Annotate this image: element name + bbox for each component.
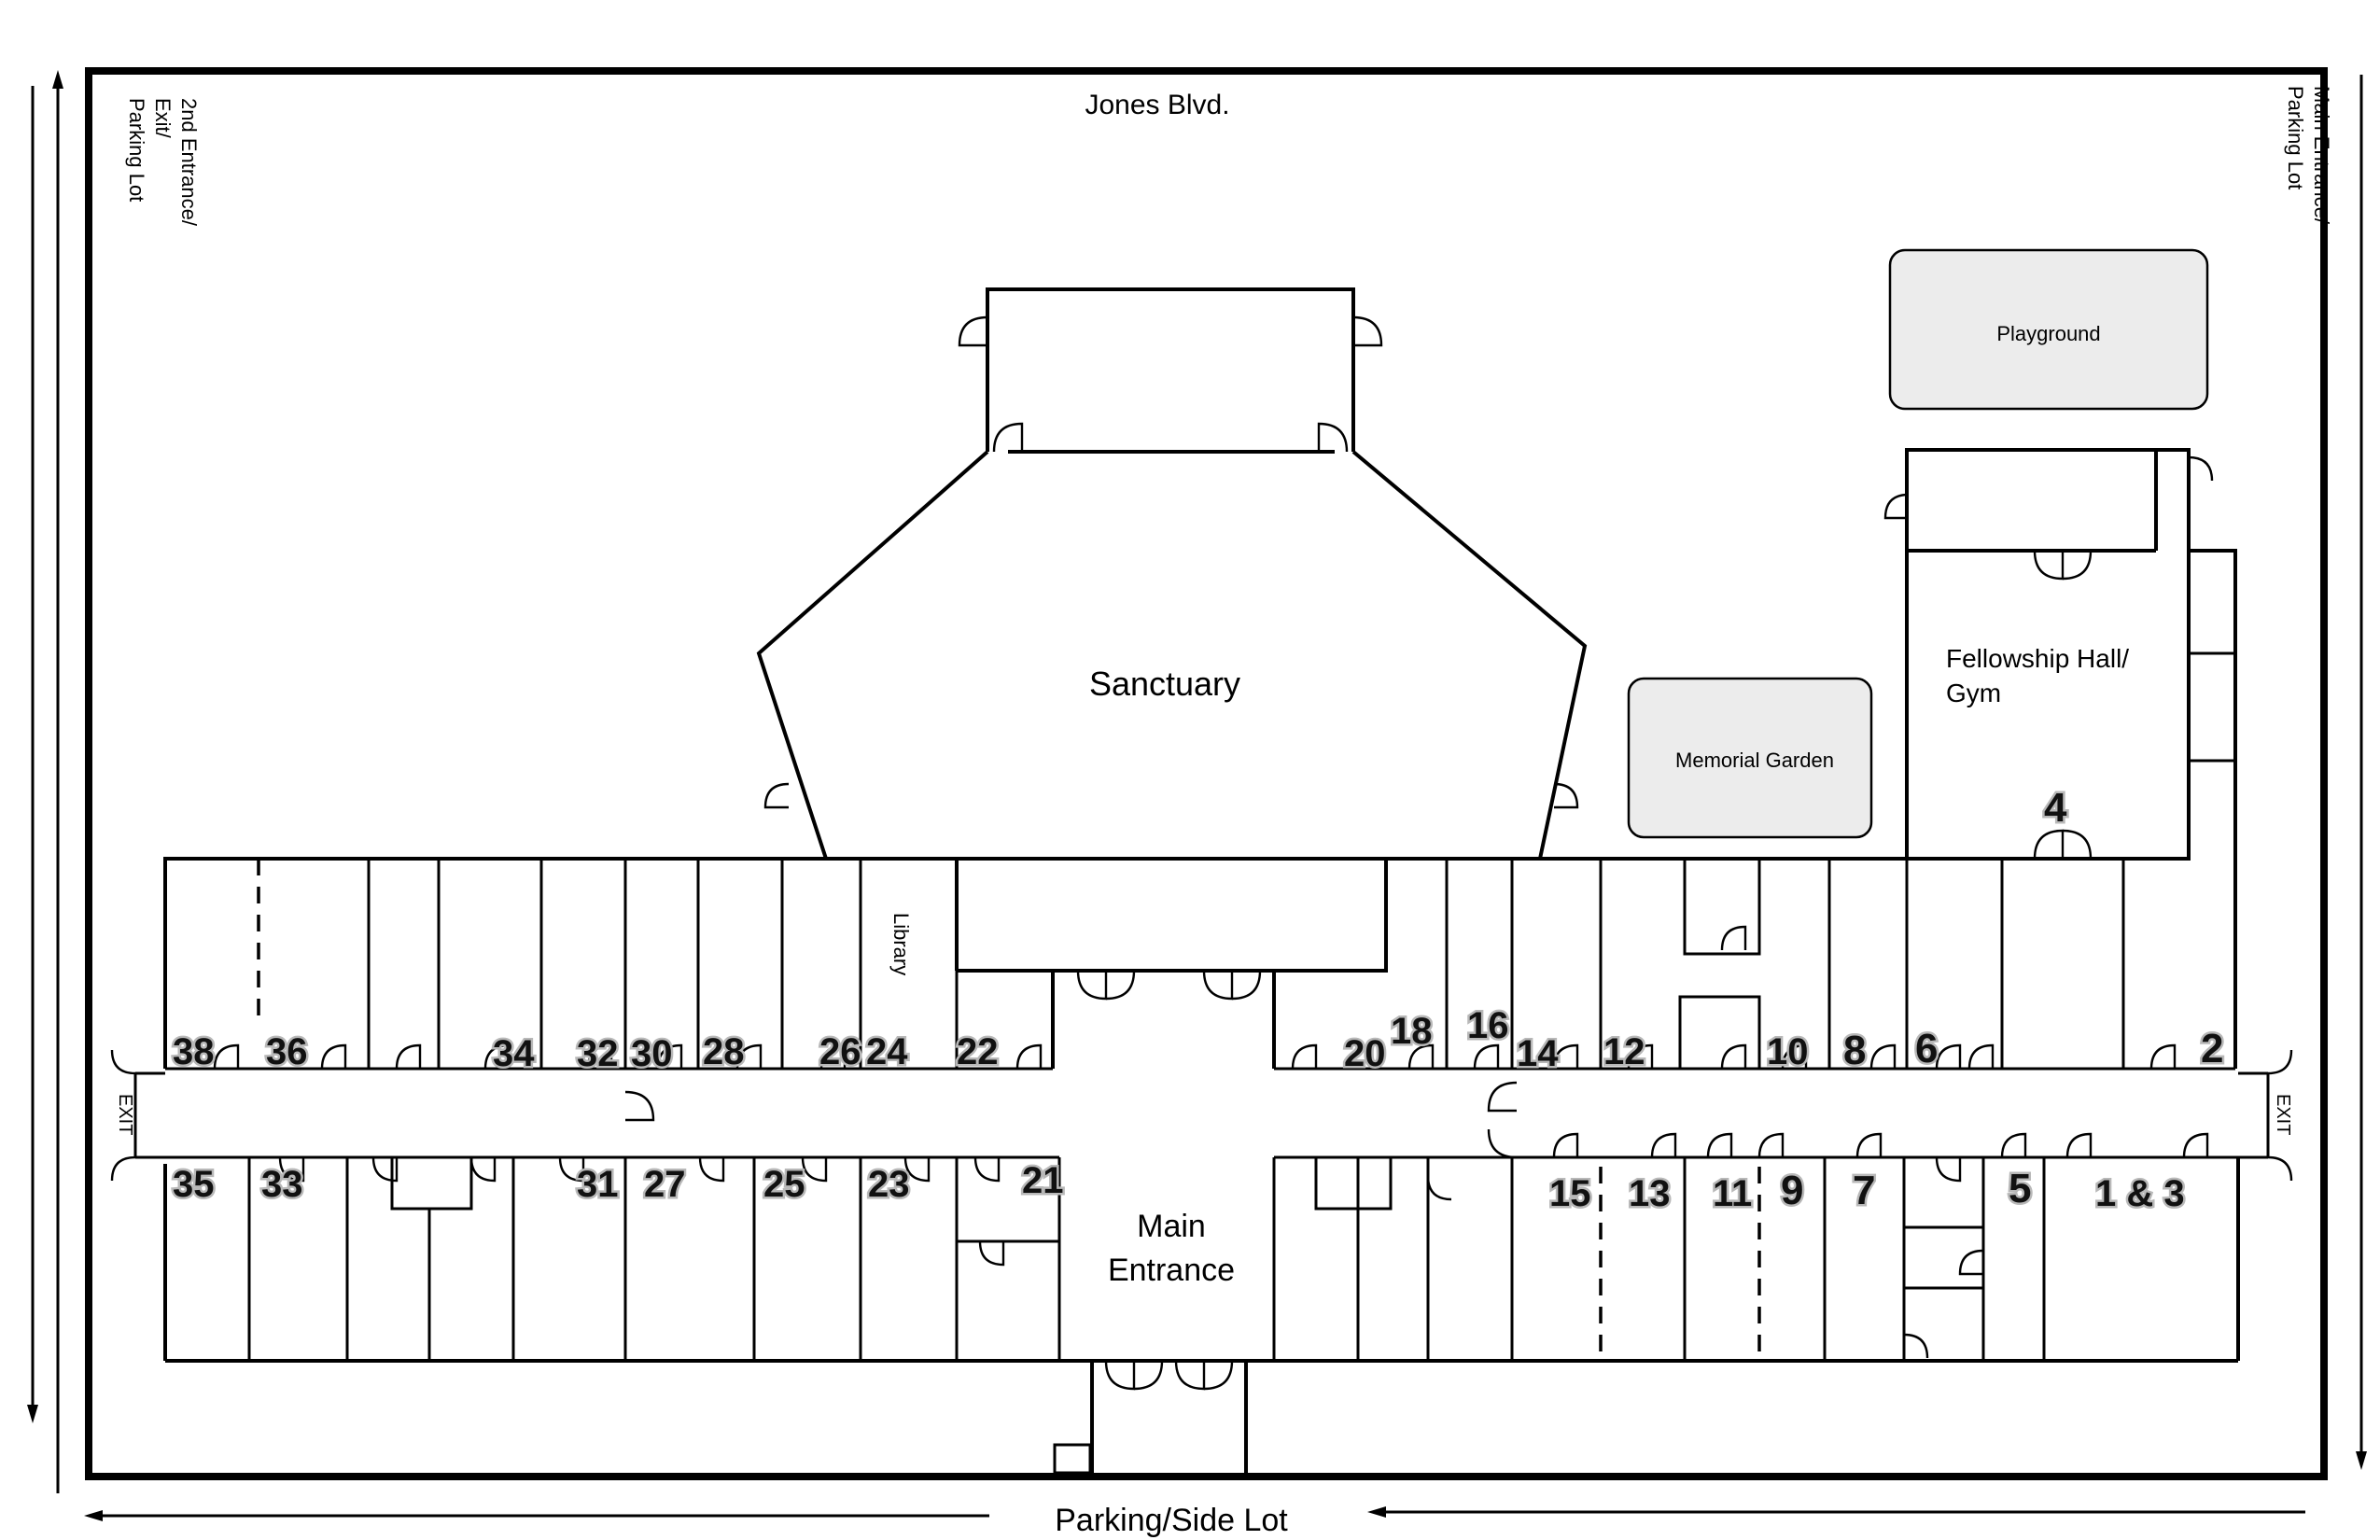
playground-label: Playground <box>1996 322 2100 345</box>
room-16: 16 <box>1467 1005 1509 1046</box>
room-14: 14 <box>1517 1033 1559 1074</box>
playground-area <box>1888 248 2209 411</box>
room-4: 4 <box>2044 785 2067 831</box>
room-5: 5 <box>2009 1166 2031 1211</box>
right-exit-label: EXIT <box>2273 1094 2293 1135</box>
room-25: 25 <box>763 1164 805 1205</box>
room-35: 35 <box>173 1164 215 1205</box>
left-exit-label: EXIT <box>115 1094 135 1135</box>
room-27: 27 <box>644 1164 686 1205</box>
room-24: 24 <box>866 1031 908 1072</box>
fellowship-hall <box>1883 448 2235 861</box>
svg-text:Parking Lot: Parking Lot <box>2284 86 2307 189</box>
right-entrance-label: Main Entrance/ Parking Lot <box>2284 86 2333 225</box>
room-23: 23 <box>868 1164 910 1205</box>
sanctuary-label: Sanctuary <box>1089 665 1240 703</box>
lot-label-bottom: Parking/Side Lot <box>1055 1503 1288 1538</box>
room-11: 11 <box>1713 1173 1752 1214</box>
room-26: 26 <box>819 1031 861 1072</box>
room-21: 21 <box>1022 1160 1064 1201</box>
room-2: 2 <box>2201 1026 2223 1071</box>
fellowship-hall-label: Fellowship Hall/ <box>1946 644 2129 673</box>
room-33: 33 <box>261 1164 303 1205</box>
room-15: 15 <box>1549 1173 1591 1214</box>
property-boundary <box>85 67 2328 1480</box>
room-1-3: 1 & 3 <box>2095 1173 2185 1214</box>
room-8: 8 <box>1843 1028 1866 1073</box>
main-entrance-label-2: Entrance <box>1108 1253 1235 1288</box>
room-30: 30 <box>631 1033 673 1074</box>
street-label-top: Jones Blvd. <box>1085 90 1229 120</box>
room-22: 22 <box>957 1031 999 1072</box>
room-10: 10 <box>1767 1031 1809 1072</box>
left-arrows <box>27 70 63 1493</box>
room-20: 20 <box>1344 1033 1386 1074</box>
library-label: Library <box>889 913 913 975</box>
room-36: 36 <box>266 1031 308 1072</box>
svg-text:2nd Entrance/: 2nd Entrance/ <box>177 98 201 227</box>
room-7: 7 <box>1853 1168 1875 1213</box>
memorial-garden-area <box>1627 677 1873 839</box>
fellowship-hall-label-2: Gym <box>1946 679 2001 707</box>
svg-text:Main Entrance/: Main Entrance/ <box>2310 86 2333 225</box>
right-arrow <box>2356 75 2367 1470</box>
left-exit <box>110 1049 165 1182</box>
sanctuary <box>756 287 1588 861</box>
left-wing-walls <box>163 857 1092 1363</box>
memorial-garden-label: Memorial Garden <box>1675 749 1834 772</box>
room-28: 28 <box>703 1031 745 1072</box>
room-9: 9 <box>1781 1168 1803 1213</box>
room-13: 13 <box>1629 1173 1671 1214</box>
svg-text:Parking Lot: Parking Lot <box>125 98 148 202</box>
svg-text:Exit/: Exit/ <box>151 98 175 139</box>
bottom-arrows <box>84 1506 2305 1521</box>
room-31: 31 <box>577 1164 619 1205</box>
left-entrance-label: 2nd Entrance/ Exit/ Parking Lot <box>125 98 201 227</box>
room-34: 34 <box>493 1033 535 1074</box>
room-32: 32 <box>577 1033 619 1074</box>
room-18: 18 <box>1391 1011 1433 1052</box>
right-exit <box>2238 1049 2293 1182</box>
main-entrance-hall <box>1053 969 1276 1477</box>
room-12: 12 <box>1603 1031 1645 1072</box>
room-6: 6 <box>1915 1026 1938 1071</box>
main-entrance-label: Main <box>1137 1209 1206 1244</box>
room-38: 38 <box>173 1031 215 1072</box>
